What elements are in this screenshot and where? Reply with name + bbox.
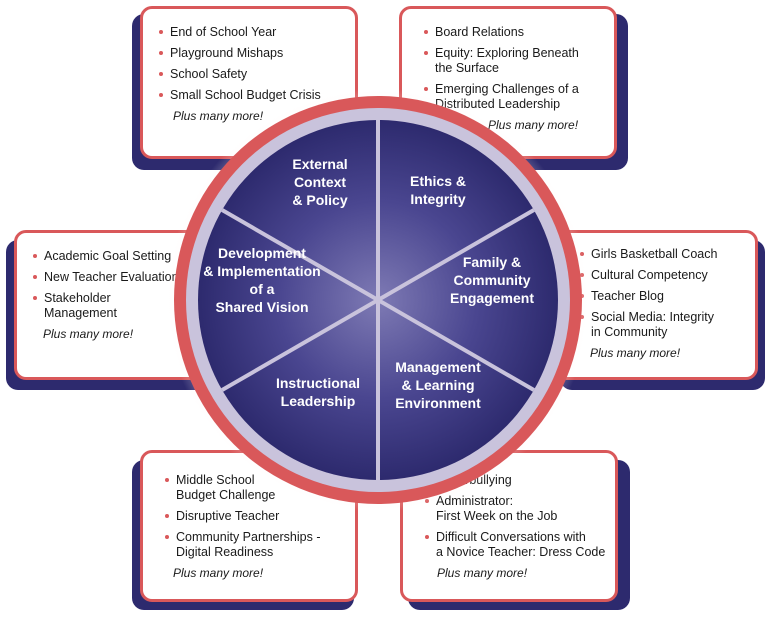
plus-many-more: Plus many more!	[173, 566, 264, 580]
case-item: Administrator:First Week on the Job	[423, 494, 607, 524]
wheel-segment-label: Ethics &Integrity	[410, 173, 466, 207]
wheel-divider	[377, 208, 535, 302]
case-item: New Teacher Evaluation	[31, 270, 203, 285]
wheel-dividers	[221, 120, 535, 480]
plus-many-more: Plus many more!	[43, 327, 134, 341]
case-item: Small School Budget Crisis	[157, 88, 343, 103]
plus-many-more: Plus many more!	[590, 346, 681, 360]
case-item: Playground Mishaps	[157, 46, 343, 61]
wheel-divider	[377, 298, 535, 392]
case-item: Community Partnerships -Digital Readines…	[163, 530, 345, 560]
case-item: End of School Year	[157, 25, 343, 40]
case-item: Board Relations	[422, 25, 604, 40]
plus-many-more: Plus many more!	[437, 566, 528, 580]
plus-many-more: Plus many more!	[173, 109, 264, 123]
wheel-divider	[221, 298, 380, 392]
case-item: School Safety	[157, 67, 343, 82]
case-item: Disruptive Teacher	[163, 509, 345, 524]
plus-many-more: Plus many more!	[488, 118, 579, 132]
case-item: Academic Goal Setting	[31, 249, 203, 264]
wheel-divider	[221, 208, 380, 302]
